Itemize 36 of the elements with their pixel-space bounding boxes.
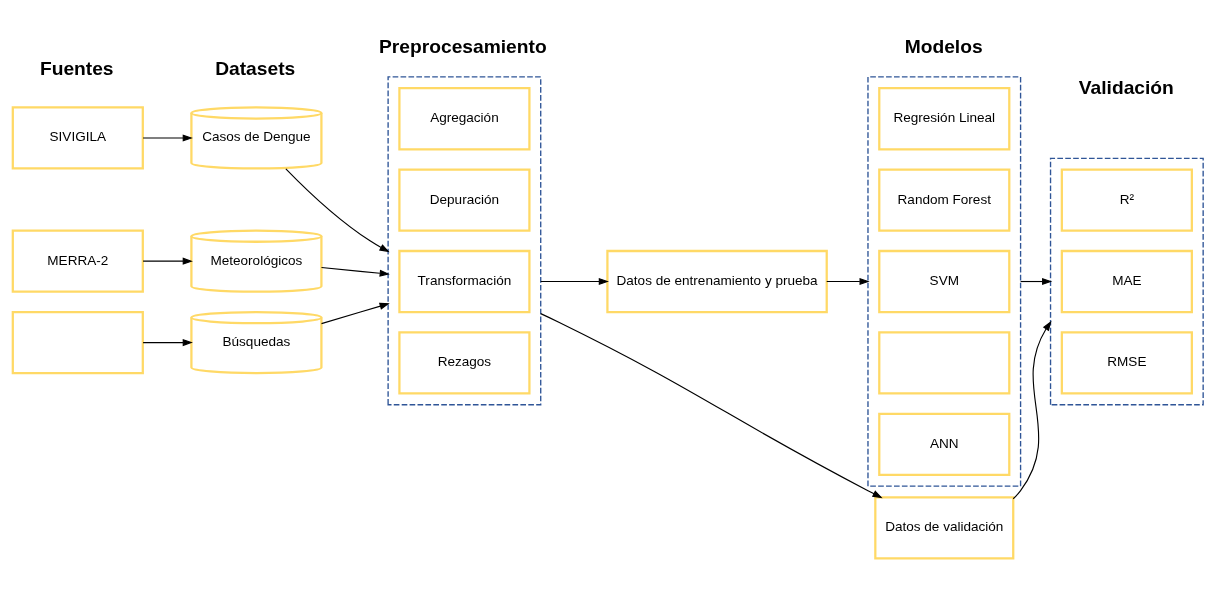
arrow: [1020, 277, 1053, 285]
node-box: RMSE: [1060, 330, 1193, 395]
arrow: [540, 312, 883, 498]
label: Preprocesamiento: [379, 35, 547, 57]
node-box: MAE: [1060, 249, 1193, 313]
arrow: [320, 302, 390, 324]
node-box: Datos de validación: [874, 495, 1015, 560]
node-box: Datos de entrenamiento y prueba: [606, 249, 828, 313]
node-box: MERRA-2: [11, 229, 144, 293]
arrow: [826, 277, 870, 285]
label: Datasets: [215, 57, 296, 79]
cluster: [1049, 157, 1204, 405]
node-box: [878, 330, 1011, 395]
node-box: Rezagos: [398, 330, 531, 395]
arrow: [142, 257, 193, 265]
node-box: SVM: [878, 249, 1011, 313]
arrow: [142, 133, 193, 142]
node-box: Regresión Lineal: [878, 86, 1011, 150]
node-box: SIVIGILA: [11, 105, 144, 170]
node-box: R²: [1060, 168, 1193, 232]
node-box: Depuración: [398, 168, 531, 232]
arrow: [540, 277, 609, 285]
arrow: [142, 338, 193, 346]
node-box: [11, 310, 144, 374]
arrow: [285, 167, 390, 252]
label: Validación: [1078, 76, 1174, 98]
label: Modelos: [904, 35, 983, 57]
label: Fuentes: [39, 57, 114, 79]
cluster: [387, 75, 542, 405]
node-box: ANN: [878, 412, 1011, 476]
node-box: Transformación: [398, 249, 531, 313]
arrow: [1012, 320, 1052, 499]
arrow: [320, 266, 390, 277]
cluster: [867, 75, 1022, 487]
node-box: Random Forest: [878, 168, 1011, 232]
node-box: Agregación: [398, 86, 531, 150]
